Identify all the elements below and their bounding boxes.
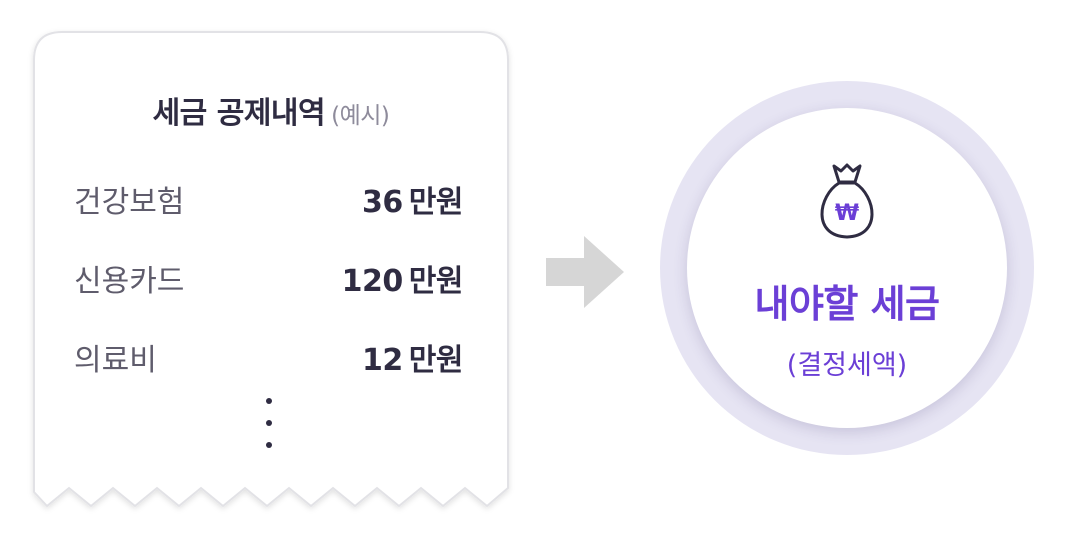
result-title: 내야할 세금 [754, 282, 940, 326]
vertical-ellipsis-icon [266, 398, 274, 464]
deduction-unit: 만원 [408, 264, 464, 299]
won-symbol: ₩ [835, 201, 859, 226]
tax-result-inner: ₩ 내야할 세금 (결정세액) [687, 108, 1007, 428]
deduction-label: 신용카드 [74, 264, 185, 299]
deduction-label: 건강보험 [74, 185, 185, 220]
receipt-title-text: 세금 공제내역 [152, 96, 326, 131]
deduction-unit: 만원 [408, 185, 464, 220]
deduction-value: 36 [362, 185, 403, 220]
deduction-unit: 만원 [408, 343, 464, 378]
receipt-subtitle: (예시) [331, 103, 390, 129]
receipt-title: 세금 공제내역(예시) [32, 88, 510, 132]
deduction-label: 의료비 [74, 343, 157, 378]
receipt-paper [33, 31, 509, 508]
deduction-value: 120 [341, 264, 404, 299]
arrow-right-icon [546, 236, 624, 308]
result-subtitle: (결정세액) [786, 350, 908, 381]
deduction-value: 12 [362, 343, 403, 378]
money-bag-icon: ₩ [820, 163, 874, 239]
tax-result-circle: ₩ 내야할 세금 (결정세액) [660, 81, 1034, 455]
